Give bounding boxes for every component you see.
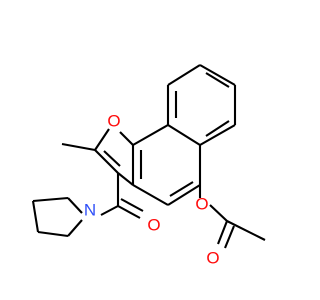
bond xyxy=(94,128,110,151)
ester-carbonyl-oxygen-label: O xyxy=(206,249,219,268)
bond xyxy=(103,150,121,167)
atom-label-layer: O O O O N xyxy=(84,112,220,268)
bond xyxy=(167,124,201,146)
bond xyxy=(119,131,134,146)
bond xyxy=(205,72,230,88)
bond xyxy=(167,184,201,206)
bond xyxy=(120,198,144,212)
bond xyxy=(217,220,228,245)
bond xyxy=(205,120,230,137)
bond xyxy=(169,181,194,197)
bond xyxy=(94,149,119,174)
bond xyxy=(31,200,40,233)
pyrrolidine-nitrogen-label: N xyxy=(84,201,96,220)
bond xyxy=(167,64,201,86)
bond xyxy=(132,124,169,146)
bond xyxy=(67,197,83,214)
bond xyxy=(199,64,236,86)
bond xyxy=(100,205,119,216)
bond xyxy=(226,220,266,241)
bond-layer xyxy=(31,64,266,249)
ester-oxygen-label: O xyxy=(195,195,208,214)
bond xyxy=(224,225,235,249)
ring-oxygen-label: O xyxy=(107,112,120,131)
molecule-canvas: O O O O N xyxy=(31,64,266,268)
amide-carbonyl-oxygen-label: O xyxy=(147,216,160,235)
bond xyxy=(32,196,69,203)
bond xyxy=(117,172,134,186)
bond xyxy=(199,124,236,146)
structure-diagram: O O O O N xyxy=(31,64,266,268)
bond xyxy=(37,230,69,238)
bond xyxy=(61,142,96,152)
bond xyxy=(117,205,141,219)
bond xyxy=(132,184,169,206)
bond xyxy=(67,219,83,237)
bond xyxy=(209,204,228,222)
